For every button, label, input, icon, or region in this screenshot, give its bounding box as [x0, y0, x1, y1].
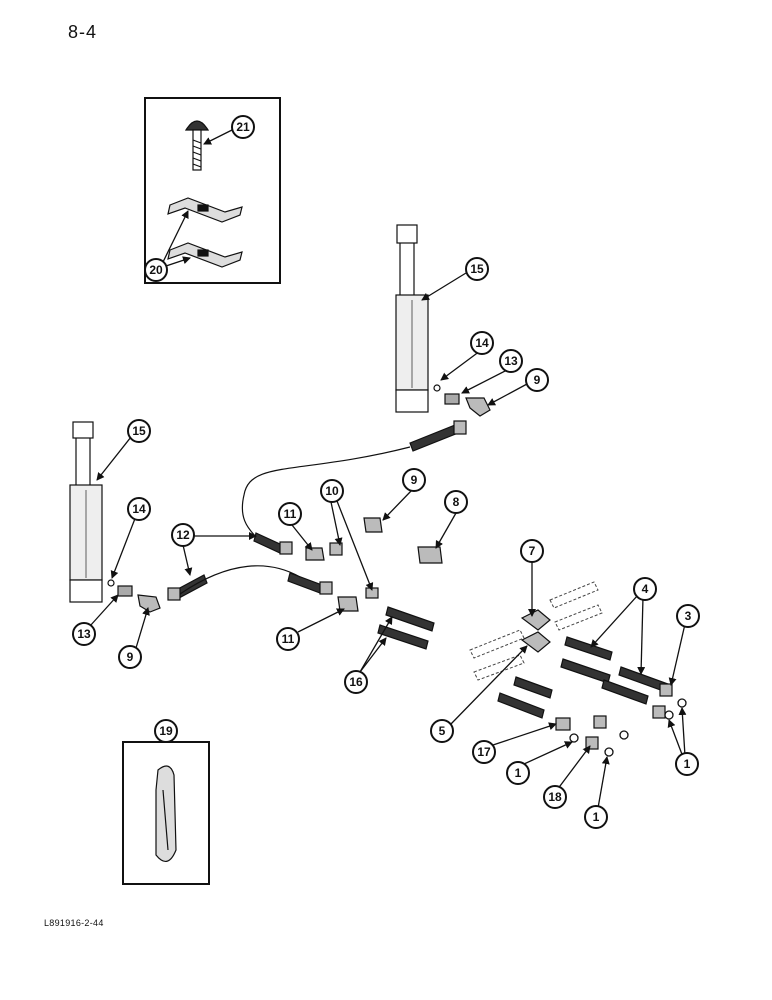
svg-text:3: 3 — [685, 609, 692, 623]
callout-18: 18 — [543, 785, 567, 809]
svg-text:1: 1 — [593, 810, 600, 824]
carriage-bolt-part — [184, 120, 210, 171]
svg-text:21: 21 — [236, 120, 250, 134]
callout-1-b: 1 — [584, 805, 608, 829]
page-number: 8-4 — [68, 22, 98, 42]
o-rings — [569, 698, 687, 757]
callout-11-upper: 11 — [278, 502, 302, 526]
svg-text:19: 19 — [159, 724, 173, 738]
fittings-right-cylinder — [433, 384, 491, 417]
svg-text:15: 15 — [470, 262, 484, 276]
callout-17: 17 — [472, 740, 496, 764]
callout-5: 5 — [430, 719, 454, 743]
svg-text:8: 8 — [453, 495, 460, 509]
callout-4: 4 — [633, 577, 657, 601]
svg-text:12: 12 — [176, 528, 190, 542]
svg-text:15: 15 — [132, 424, 146, 438]
svg-text:11: 11 — [284, 507, 297, 521]
svg-text:11: 11 — [282, 632, 295, 646]
svg-text:13: 13 — [77, 627, 91, 641]
callout-14-left: 14 — [127, 497, 151, 521]
fittings-left-cylinder — [107, 579, 161, 613]
svg-text:10: 10 — [325, 484, 339, 498]
callout-15-left: 15 — [127, 419, 151, 443]
hatched-hose-outlines — [469, 581, 603, 681]
svg-text:9: 9 — [534, 373, 541, 387]
callout-21: 21 — [231, 115, 255, 139]
svg-text:9: 9 — [127, 650, 134, 664]
callout-14-right: 14 — [470, 331, 494, 355]
callout-9-left: 9 — [118, 645, 142, 669]
svg-text:20: 20 — [149, 263, 163, 277]
tee-fittings — [305, 517, 673, 750]
svg-text:5: 5 — [439, 724, 446, 738]
svg-text:17: 17 — [477, 745, 491, 759]
hydraulic-hoses — [167, 420, 669, 719]
clamp-plate-part — [167, 197, 243, 268]
callout-11-lower: 11 — [276, 627, 300, 651]
hydraulic-cylinder-right — [395, 224, 429, 413]
callout-20: 20 — [144, 258, 168, 282]
svg-text:1: 1 — [515, 766, 522, 780]
strap-part — [155, 765, 177, 862]
callout-10: 10 — [320, 479, 344, 503]
svg-text:14: 14 — [475, 336, 489, 350]
leader-lines — [89, 272, 687, 809]
hydraulic-cylinder-left — [69, 421, 103, 603]
inset-box-clamps — [144, 97, 281, 284]
callout-12: 12 — [171, 523, 195, 547]
callout-1-a: 1 — [506, 761, 530, 785]
svg-text:16: 16 — [349, 675, 363, 689]
callout-19: 19 — [154, 719, 178, 743]
svg-text:14: 14 — [132, 502, 146, 516]
svg-text:18: 18 — [548, 790, 562, 804]
svg-text:1: 1 — [684, 757, 691, 771]
callout-16: 16 — [344, 670, 368, 694]
svg-text:7: 7 — [529, 544, 536, 558]
callout-3: 3 — [676, 604, 700, 628]
svg-text:4: 4 — [642, 582, 649, 596]
callout-15-right: 15 — [465, 257, 489, 281]
callout-7: 7 — [520, 539, 544, 563]
callout-13-right: 13 — [499, 349, 523, 373]
callout-8: 8 — [444, 490, 468, 514]
callout-1-c: 1 — [675, 752, 699, 776]
callout-9-right: 9 — [525, 368, 549, 392]
svg-text:13: 13 — [504, 354, 518, 368]
svg-text:9: 9 — [411, 473, 418, 487]
callout-13-left: 13 — [72, 622, 96, 646]
figure-code: L891916-2-44 — [44, 918, 104, 928]
callout-9-center: 9 — [402, 468, 426, 492]
